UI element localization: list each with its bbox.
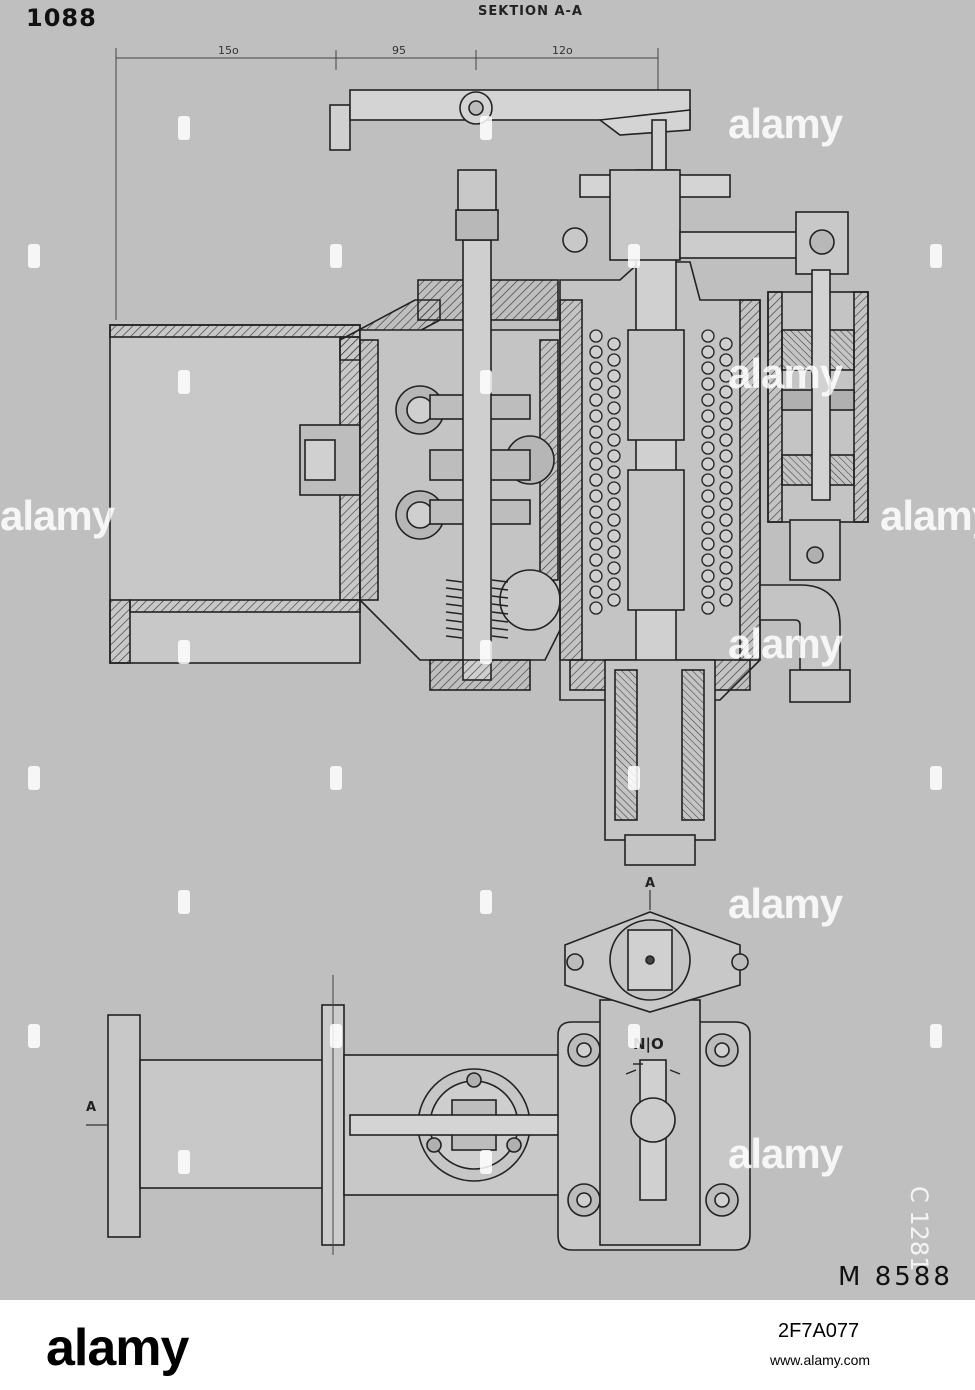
section-mark-top: A <box>645 876 656 891</box>
side-stamp: C 1281 <box>905 1186 933 1272</box>
drawing-sheet: 1088 SEKTION A-A 15o 95 12o A A N|O M 85… <box>0 0 975 1300</box>
main-spring <box>589 329 733 615</box>
pilot-spring <box>445 579 509 639</box>
dimension-label-1: 15o <box>218 44 239 57</box>
footer-bar: alamy 2F7A077 www.alamy.com <box>0 1300 975 1390</box>
section-mark-left: A <box>86 1100 97 1115</box>
dimension-lines <box>115 48 659 320</box>
footer-logo: alamy <box>46 1319 189 1377</box>
dimension-label-2: 95 <box>392 44 406 57</box>
image-id: 2F7A077 <box>778 1320 860 1342</box>
dimension-label-3: 12o <box>552 44 573 57</box>
footer-url[interactable]: www.alamy.com <box>770 1352 871 1368</box>
sheet-number: 1088 <box>26 4 97 32</box>
plan-view <box>86 890 751 1255</box>
technical-drawing <box>86 48 869 1255</box>
valve-label: N|O <box>633 1035 664 1053</box>
section-view <box>109 89 869 866</box>
section-title: SEKTION A-A <box>478 4 583 19</box>
archive-number: M 8588 <box>838 1262 953 1292</box>
